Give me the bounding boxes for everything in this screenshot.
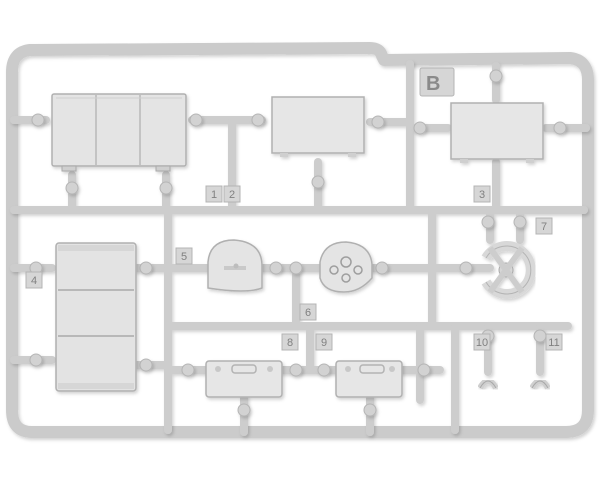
part-number-8: 8 <box>287 337 293 349</box>
part-number-4: 4 <box>31 275 37 287</box>
label-tabs <box>25 67 563 351</box>
part-hook-left <box>477 378 499 390</box>
part-number-11: 11 <box>548 337 559 349</box>
part-chest-tall <box>55 242 137 392</box>
part-number-10: 10 <box>476 337 488 349</box>
part-panel-top-right <box>450 102 544 163</box>
part-rounded-lid <box>207 239 263 292</box>
outer-runner <box>6 42 594 438</box>
part-small-lid-left <box>205 360 283 398</box>
part-small-lid-right <box>335 360 403 398</box>
sprue-letter: B <box>426 73 440 95</box>
part-hook-right <box>529 378 551 390</box>
part-number-3: 3 <box>479 189 485 201</box>
part-panel-top-middle <box>271 96 365 157</box>
part-number-6: 6 <box>305 307 311 319</box>
part-clip-ring <box>481 241 536 299</box>
part-number-5: 5 <box>181 251 187 263</box>
part-decorated-disk <box>319 241 373 293</box>
part-number-labels: 1 2 3 4 5 6 7 8 9 10 11 <box>31 189 560 349</box>
part-number-7: 7 <box>541 221 547 233</box>
part-number-2: 2 <box>229 189 235 201</box>
part-number-9: 9 <box>321 337 327 349</box>
part-number-1: 1 <box>211 189 217 201</box>
part-box-large <box>51 93 187 172</box>
sprue-frame <box>6 42 594 438</box>
runner-knobs <box>29 69 567 417</box>
